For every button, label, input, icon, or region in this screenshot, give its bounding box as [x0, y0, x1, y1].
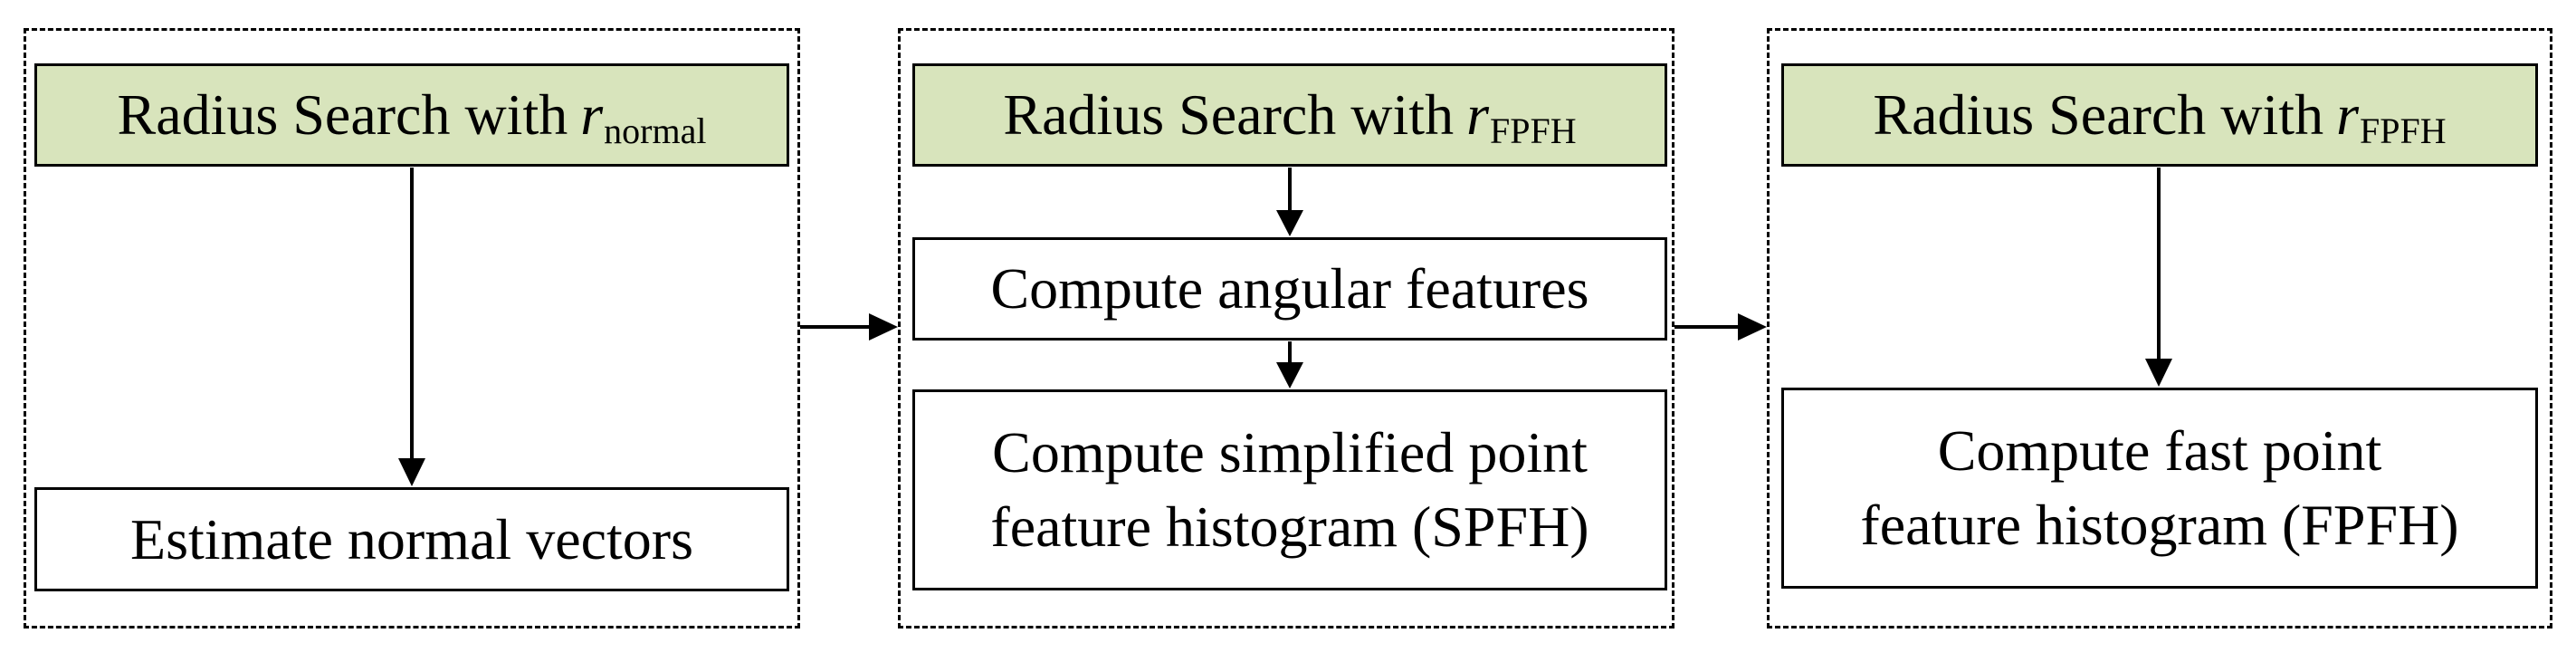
panel-spfh	[898, 28, 1674, 628]
radius-search-label: Radius Search with	[1873, 82, 2324, 148]
arrowhead-panel1-to-panel2	[869, 313, 898, 341]
estimate-normal-vectors-box: Estimate normal vectors	[34, 487, 789, 591]
radius-subscript: FPFH	[2359, 110, 2447, 152]
radius-search-label: Radius Search with	[117, 82, 568, 148]
panel-normal-estimation	[24, 28, 800, 628]
compute-fpfh-box: Compute fast point feature histogram (FP…	[1781, 388, 2538, 589]
radius-symbol: r	[2336, 82, 2359, 148]
compute-angular-features-box: Compute angular features	[912, 237, 1667, 341]
step-label-line-1: Compute fast point	[1937, 418, 2382, 484]
radius-symbol: r	[580, 82, 604, 148]
compute-spfh-box: Compute simplified point feature histogr…	[912, 389, 1667, 590]
step-label: Estimate normal vectors	[129, 506, 694, 571]
radius-subscript: FPFH	[1489, 110, 1577, 152]
step-label-line-1: Compute simplified point	[992, 420, 1588, 485]
step-label: Compute angular features	[990, 256, 1589, 321]
radius-search-label: Radius Search with	[1003, 82, 1455, 148]
step-label-line-2: feature histogram (FPFH)	[1860, 493, 2459, 557]
radius-symbol: r	[1466, 82, 1489, 148]
radius-subscript: normal	[604, 110, 707, 152]
step-label-line-2: feature histogram (SPFH)	[990, 494, 1589, 559]
panel-fpfh	[1767, 28, 2552, 628]
arrowhead-panel2-to-panel3	[1738, 313, 1767, 341]
